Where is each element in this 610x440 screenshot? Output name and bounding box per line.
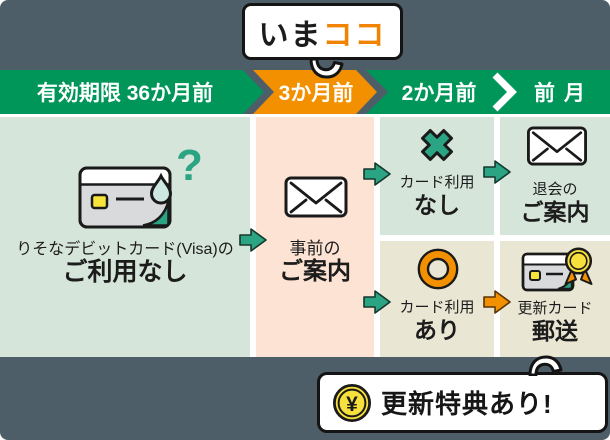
timeline-label-3m: 3か月前 bbox=[278, 82, 354, 105]
arrow-right-icon bbox=[363, 162, 391, 186]
timeline-seg-3m bbox=[253, 70, 377, 114]
timeline-seg-2m-and-prev bbox=[366, 70, 610, 114]
timeline-label-prev-month: 前月 bbox=[534, 82, 594, 105]
benefit-badge-label: 更新特典あり! bbox=[381, 389, 553, 419]
now-here-text-orange: ココ bbox=[322, 18, 387, 52]
speech-tail-icon bbox=[528, 355, 563, 376]
medal-icon bbox=[564, 247, 593, 285]
cell-withdrawal-notice: 退会の ご案内 bbox=[500, 117, 610, 235]
yen-symbol: ¥ bbox=[346, 393, 358, 416]
card-corner-fold bbox=[557, 275, 573, 290]
benefit-badge: ¥ 更新特典あり! bbox=[317, 372, 608, 433]
card-use-yes-line1: カード利用 bbox=[399, 299, 475, 316]
arrow-right-icon bbox=[239, 228, 267, 252]
envelope-icon bbox=[527, 126, 587, 166]
card-use-yes-line2: あり bbox=[414, 317, 460, 343]
envelope-icon bbox=[284, 176, 348, 218]
sweat-drop-icon bbox=[149, 172, 173, 205]
timeline-bar bbox=[0, 70, 610, 114]
cell-no-usage: ? りそなデビットカード(Visa)の ご利用なし bbox=[0, 117, 250, 357]
question-icon: ? bbox=[176, 141, 203, 190]
card-corner-fold bbox=[142, 200, 170, 227]
no-usage-line2: ご利用なし bbox=[62, 258, 188, 286]
now-here-bubble: いまココ bbox=[242, 3, 403, 60]
coin-icon: ¥ bbox=[332, 383, 372, 422]
card-chip bbox=[90, 193, 109, 210]
circle-icon bbox=[417, 248, 459, 290]
cell-advance-notice: 事前の ご案内 bbox=[256, 117, 374, 357]
renewal-card-line2: 郵送 bbox=[532, 318, 578, 344]
renewal-card-icon bbox=[521, 247, 593, 292]
arrow-right-icon bbox=[483, 290, 511, 314]
debit-card-icon: ? bbox=[78, 141, 203, 229]
chevron-separator-icon bbox=[492, 72, 517, 112]
card-use-no-line1: カード利用 bbox=[399, 174, 475, 191]
timeline-seg-36m bbox=[0, 70, 264, 114]
timeline-label-36m: 有効期限 36か月前 bbox=[36, 82, 214, 105]
advance-notice-line2: ご案内 bbox=[279, 258, 351, 285]
cell-renewal-card: 更新カード 郵送 bbox=[500, 241, 610, 357]
card-chip bbox=[529, 270, 541, 281]
advance-notice-line1: 事前の bbox=[289, 239, 341, 258]
arrow-right-icon bbox=[483, 160, 511, 184]
cell-card-use-no: カード利用 なし bbox=[380, 117, 494, 235]
cell-card-use-yes: カード利用 あり bbox=[380, 241, 494, 357]
withdrawal-notice-line2: ご案内 bbox=[520, 199, 590, 225]
now-here-text-black: いま bbox=[258, 18, 323, 52]
card-use-no-line2: なし bbox=[414, 192, 460, 218]
no-usage-line1: りそなデビットカード(Visa)の bbox=[16, 241, 234, 258]
renewal-card-line1: 更新カード bbox=[517, 300, 593, 317]
timeline-label-2m: 2か月前 bbox=[401, 82, 477, 105]
speech-tail-icon bbox=[309, 58, 344, 79]
withdrawal-notice-line1: 退会の bbox=[532, 181, 578, 198]
cross-icon bbox=[421, 129, 453, 161]
arrow-right-icon bbox=[363, 290, 391, 314]
